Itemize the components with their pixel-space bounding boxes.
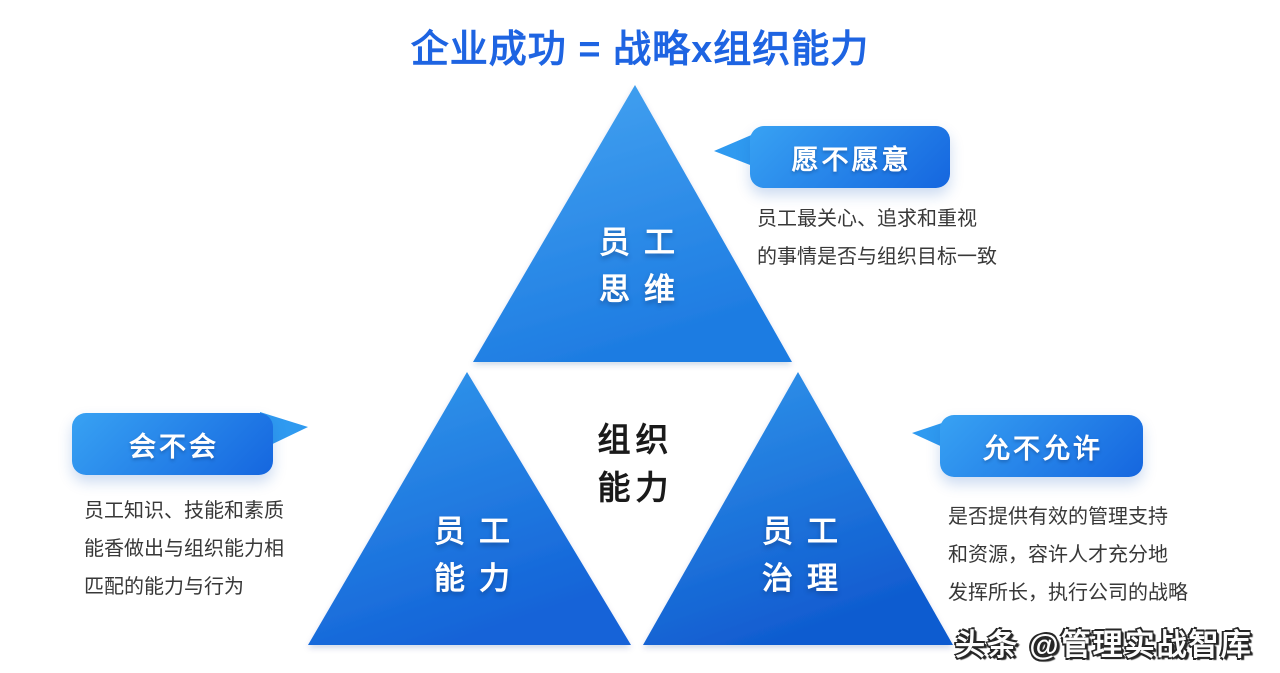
label-employee-capability: 员工 能力	[372, 508, 572, 602]
desc-line: 员工知识、技能和素质	[84, 500, 284, 522]
label-line: 员工	[599, 225, 689, 260]
label-line: 能力	[434, 561, 524, 596]
callout-willing-description: 员工最关心、追求和重视 的事情是否与组织目标一致	[757, 200, 997, 276]
desc-line: 员工最关心、追求和重视	[757, 208, 977, 230]
label-line: 员工	[762, 514, 852, 549]
page-title: 企业成功 = 战略x组织能力	[410, 29, 870, 71]
desc-line: 能香做出与组织能力相	[84, 538, 284, 560]
label-employee-mindset: 员工 思维	[537, 219, 737, 313]
desc-line: 的事情是否与组织目标一致	[757, 246, 997, 268]
watermark-toutiao: 头条 @管理实战智库	[955, 629, 1253, 662]
callout-allow-bubble: 允不允许	[940, 415, 1143, 477]
callout-can-description: 员工知识、技能和素质 能香做出与组织能力相 匹配的能力与行为	[84, 492, 284, 606]
label-line: 员工	[434, 514, 524, 549]
pyramid-top-triangle	[473, 85, 792, 362]
label-line: 治理	[762, 561, 852, 596]
callout-can-label: 会不会	[129, 431, 219, 462]
pyramid-bottom-right-triangle	[643, 372, 953, 645]
callout-allow-description: 是否提供有效的管理支持 和资源，容许人才充分地 发挥所长，执行公司的战略	[948, 498, 1188, 612]
callout-willing-bubble: 愿不愿意	[750, 126, 950, 188]
desc-line: 和资源，容许人才充分地	[948, 544, 1168, 566]
label-line: 组织	[597, 421, 674, 458]
label-line: 思维	[599, 272, 689, 307]
desc-line: 是否提供有效的管理支持	[948, 506, 1168, 528]
callout-willing-label: 愿不愿意	[791, 144, 912, 175]
label-line: 能力	[597, 469, 674, 506]
callout-allow-label: 允不允许	[983, 433, 1103, 464]
desc-line: 发挥所长，执行公司的战略	[948, 582, 1188, 604]
label-employee-governance: 员工 治理	[700, 508, 900, 602]
pyramid-bottom-left-triangle	[308, 372, 631, 645]
desc-line: 匹配的能力与行为	[84, 576, 244, 598]
label-organizational-capability: 组织 能力	[533, 416, 733, 512]
callout-can-bubble: 会不会	[72, 413, 273, 475]
